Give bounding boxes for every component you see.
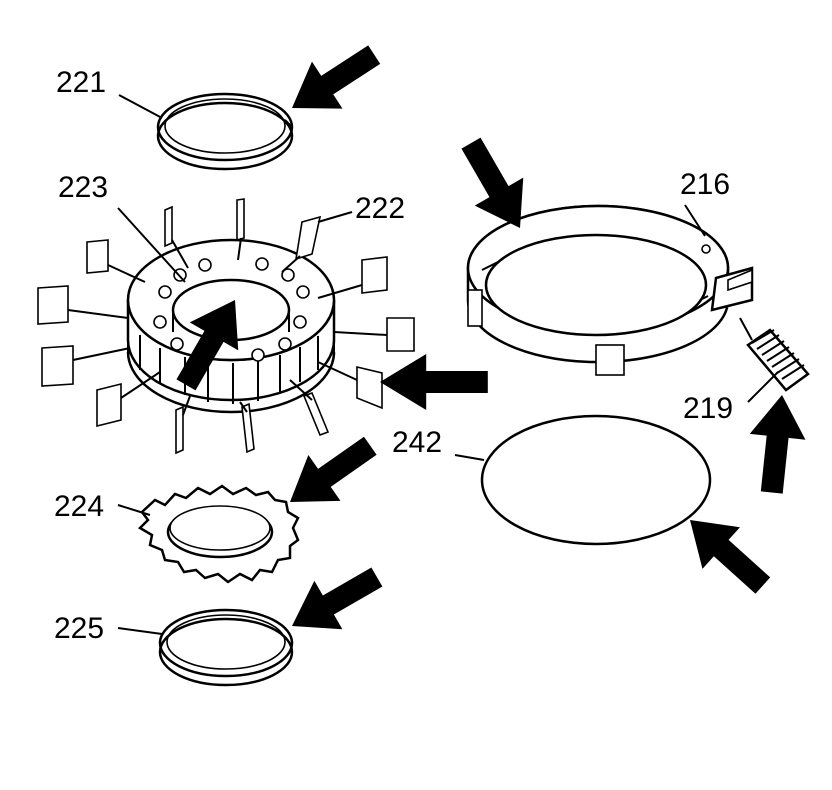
callout-224: 224 [54, 490, 104, 523]
leader-222 [317, 211, 353, 223]
spring-leaders [67, 237, 388, 416]
leader-216 [684, 204, 706, 237]
part-224-toothed-retainer [137, 484, 300, 584]
arrow-221 [276, 31, 390, 132]
callout-223: 223 [58, 171, 108, 204]
part-216-housing [466, 204, 754, 376]
part-221-snap-ring [156, 92, 294, 171]
callout-221: 221 [56, 66, 106, 99]
callout-219: 219 [683, 392, 733, 425]
leader-221 [118, 94, 163, 119]
callout-216: 216 [680, 168, 730, 201]
arrow-219 [743, 392, 810, 496]
leader-242 [454, 454, 485, 461]
callout-225: 225 [54, 612, 104, 645]
leader-224 [117, 504, 151, 516]
leader-219 [747, 371, 779, 403]
arrow-225 [278, 552, 391, 651]
part-219-spring [739, 317, 810, 392]
callout-242: 242 [392, 426, 442, 459]
leader-223 [117, 207, 186, 283]
part-222-springs [37, 198, 415, 455]
callout-222: 222 [355, 192, 405, 225]
arrow-224 [273, 422, 387, 525]
leader-225 [117, 627, 163, 635]
arrow-222 [380, 354, 488, 410]
part-242-o-ring [480, 414, 712, 546]
part-225-snap-ring [158, 608, 294, 687]
